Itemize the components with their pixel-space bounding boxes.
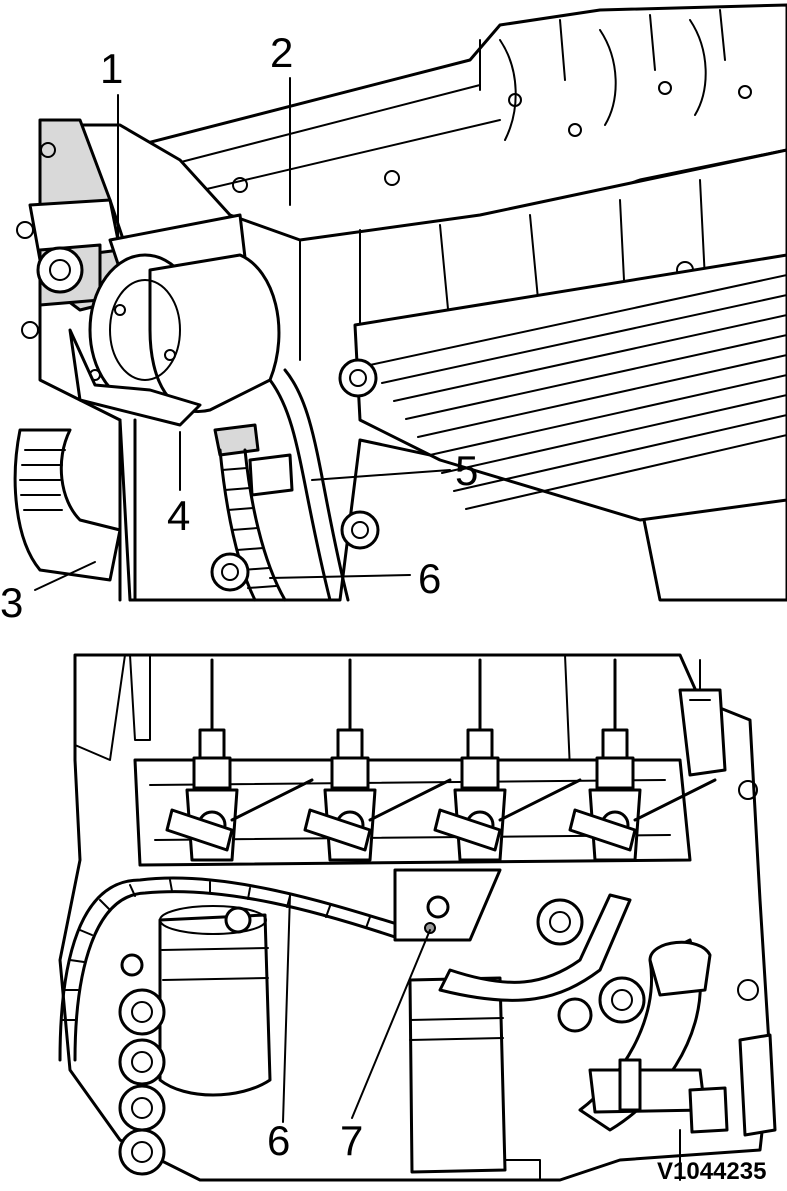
callout-4: 4 xyxy=(167,492,191,539)
injector xyxy=(303,658,452,862)
intercooler-fin xyxy=(453,414,787,492)
bottom-engine-view xyxy=(58,653,777,1182)
callout-1: 1 xyxy=(100,45,124,92)
fuel-pipe xyxy=(268,368,350,602)
injector xyxy=(165,658,314,862)
intercooler-fin xyxy=(417,354,787,438)
fuel-filter xyxy=(158,905,272,1097)
intercooler-fin xyxy=(429,374,787,456)
torx-bolt-icon xyxy=(210,358,380,592)
intercooler-fin xyxy=(369,274,787,366)
bolt-column xyxy=(118,953,166,1176)
callout-6-bottom: 6 xyxy=(267,1117,291,1164)
hose-3 xyxy=(13,428,122,582)
callout-6-top: 6 xyxy=(418,555,442,602)
sensor-connector xyxy=(213,423,260,457)
callout-5: 5 xyxy=(455,447,479,494)
vacuum-pump xyxy=(88,213,281,413)
intercooler-fin xyxy=(405,334,787,420)
callout-2: 2 xyxy=(270,29,294,76)
injector xyxy=(433,658,582,862)
intercooler-fin xyxy=(465,434,787,510)
intercooler-fin xyxy=(381,294,787,384)
injector xyxy=(568,658,717,862)
intercooler xyxy=(353,253,787,522)
top-engine-view xyxy=(13,3,787,602)
callout-7: 7 xyxy=(340,1117,364,1164)
reference-code: V1044235 xyxy=(657,1158,767,1185)
intercooler-fin xyxy=(393,314,787,402)
callout-3: 3 xyxy=(0,579,24,626)
intercooler-fin xyxy=(441,394,787,474)
injectors xyxy=(165,658,717,862)
